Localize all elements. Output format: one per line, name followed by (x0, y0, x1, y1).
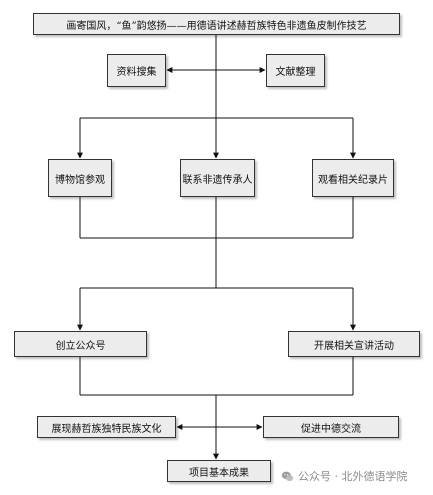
wechat-icon (281, 471, 294, 481)
node-museum-visit: 博物馆参观 (48, 159, 112, 197)
watermark-text: 公众号 · 北外德语学院 (298, 470, 408, 483)
node-create-account: 创立公众号 (14, 331, 147, 357)
node-show-culture: 展现赫哲族独特民族文化 (37, 416, 176, 438)
node-data-collection: 资料搜集 (107, 54, 166, 87)
node-watch-documentaries: 观看相关纪录片 (312, 159, 394, 197)
node-contact-inheritors: 联系非遗传承人 (180, 159, 255, 197)
node-literature-review: 文献整理 (266, 54, 325, 87)
node-promote-exchange: 促进中德交流 (263, 416, 399, 438)
watermark: 公众号 · 北外德语学院 (281, 468, 408, 484)
node-promotion-activities: 开展相关宣讲活动 (288, 331, 420, 357)
node-title: 画寄国风，“鱼”韵悠扬——用德语讲述赫哲族特色非遗鱼皮制作技艺 (33, 13, 400, 35)
node-results: 项目基本成果 (167, 460, 271, 482)
